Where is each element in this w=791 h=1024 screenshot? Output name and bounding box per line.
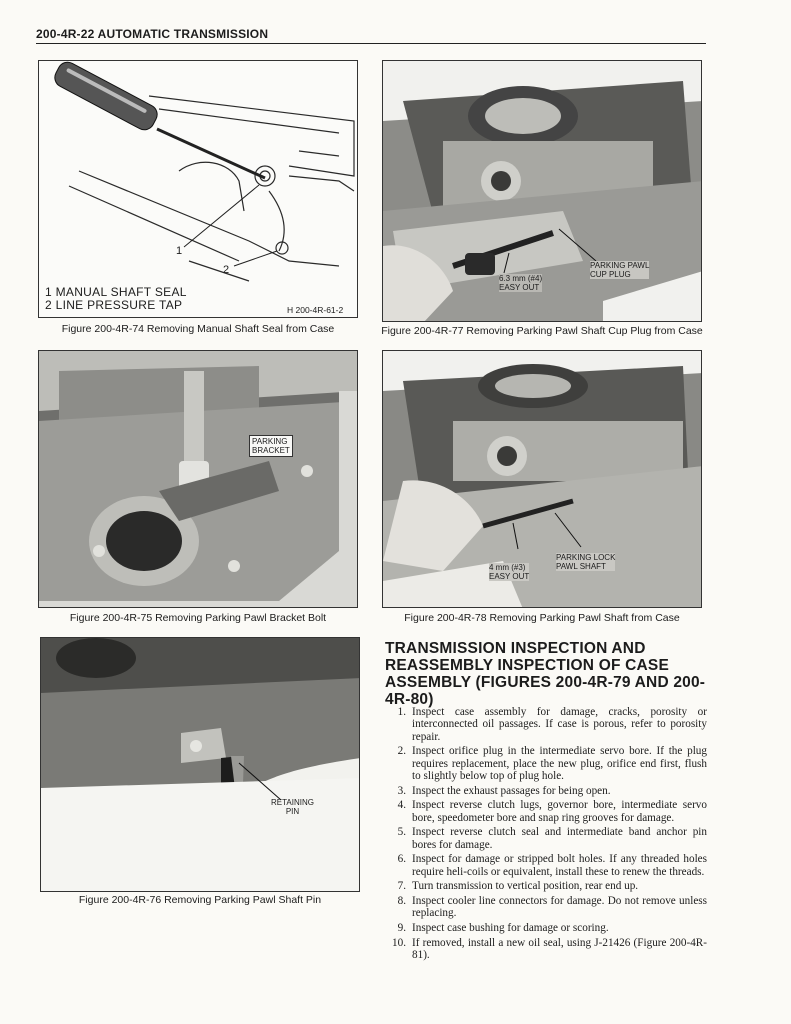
- figure-75-caption: Figure 200-4R-75 Removing Parking Pawl B…: [69, 612, 327, 624]
- callout-number-1: 1: [176, 245, 183, 257]
- legend-item-line-pressure-tap: 2 LINE PRESSURE TAP: [45, 298, 183, 312]
- list-item: 10.If removed, install a new oil seal, u…: [392, 936, 707, 961]
- list-item: 8.Inspect cooler line connectors for dam…: [397, 895, 707, 920]
- tool-label-easy-out: 4 mm (#3) EASY OUT: [489, 563, 530, 581]
- figure-76-photo: RETAINING PIN: [40, 637, 360, 892]
- callout-number-2: 2: [223, 264, 230, 276]
- figure-74-caption: Figure 200-4R-74 Removing Manual Shaft S…: [61, 323, 335, 335]
- list-item: 6.Inspect for damage or stripped bolt ho…: [397, 853, 707, 878]
- list-item: 3.Inspect the exhaust passages for being…: [397, 784, 611, 797]
- figure-code: H 200-4R-61-2: [287, 305, 344, 315]
- figure-78-photo: 4 mm (#3) EASY OUT PARKING LOCK PAWL SHA…: [382, 350, 702, 608]
- tool-label-easy-out: 6.3 mm (#4) EASY OUT: [499, 274, 543, 292]
- list-item: 4.Inspect reverse clutch lugs, governor …: [397, 799, 707, 824]
- figure-78-caption: Figure 200-4R-78 Removing Parking Pawl S…: [404, 612, 680, 624]
- inspection-steps-list: 1.Inspect case assembly for damage, crac…: [385, 706, 707, 964]
- figure-76-caption: Figure 200-4R-76 Removing Parking Pawl S…: [78, 894, 322, 906]
- figure-74-illustration: 1 2 1 MANUAL SHAFT SEAL 2 LINE PRESSURE …: [38, 60, 358, 318]
- page-header: 200-4R-22 AUTOMATIC TRANSMISSION: [36, 27, 269, 41]
- list-item: 9.Inspect case bushing for damage or sco…: [397, 922, 609, 934]
- section-heading: TRANSMISSION INSPECTION AND REASSEMBLY I…: [385, 640, 706, 708]
- part-label-retaining-pin: RETAINING PIN: [271, 798, 314, 816]
- part-label-pawl-shaft: PARKING LOCK PAWL SHAFT: [556, 553, 616, 571]
- header-rule: [36, 43, 706, 44]
- part-label-cup-plug: PARKING PAWL CUP PLUG: [590, 261, 650, 279]
- retaining-pin-photo: [41, 638, 359, 891]
- part-label-parking-bracket: PARKING BRACKET: [249, 435, 293, 457]
- list-item: 7.Turn transmission to vertical position…: [397, 880, 639, 893]
- case-cup-plug-photo: [383, 61, 701, 321]
- manual-shaft-seal-drawing: [54, 61, 355, 282]
- figure-77-photo: 6.3 mm (#4) EASY OUT PARKING PAWL CUP PL…: [382, 60, 702, 322]
- parking-bracket-photo: [39, 351, 357, 607]
- parking-pawl-shaft-photo: [383, 351, 701, 607]
- figure-74-legend: 1 MANUAL SHAFT SEAL 2 LINE PRESSURE TAP: [45, 286, 187, 312]
- figure-77-caption: Figure 200-4R-77 Removing Parking Pawl S…: [381, 325, 703, 337]
- list-item: 5.Inspect reverse clutch seal and interm…: [397, 826, 707, 851]
- figure-75-photo: PARKING BRACKET: [38, 350, 358, 608]
- legend-item-manual-shaft-seal: 1 MANUAL SHAFT SEAL: [45, 285, 187, 299]
- list-item: 1.Inspect case assembly for damage, crac…: [397, 706, 707, 743]
- list-item: 2.Inspect orifice plug in the intermedia…: [397, 745, 707, 783]
